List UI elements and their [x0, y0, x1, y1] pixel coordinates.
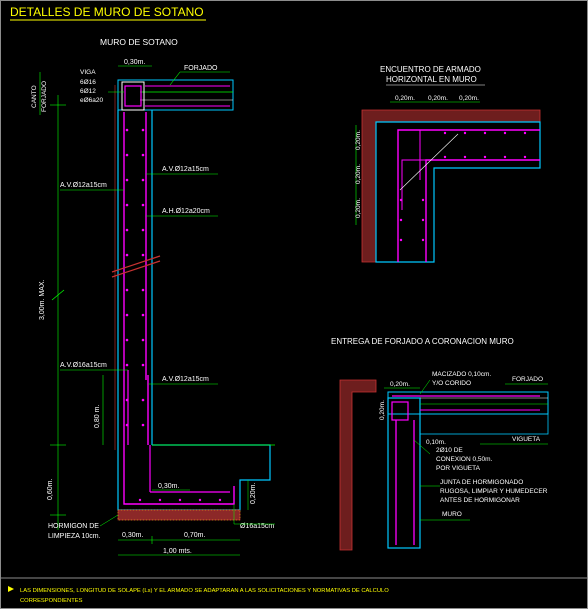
label-av-outer-lower: A.V.Ø16a15cm [60, 362, 107, 369]
label-macizado-2: Y/O CORIDO [432, 380, 471, 387]
corner-dim-side-3: 0,20m. [355, 198, 362, 218]
wall-detail: MURO DE SOTANO [31, 37, 275, 556]
label-seat: 0,10m. [426, 439, 446, 446]
canto-forjado-line1: CANTO [31, 85, 38, 108]
dim-heel: 0,30m. [158, 483, 179, 490]
slab-heading: ENTREGA DE FORJADO A CORONACION MURO [331, 337, 514, 346]
dim-base-left: 0,30m. [122, 532, 143, 539]
corner-dim-top-1: 0,20m. [395, 95, 415, 102]
slab-dim-side: 0,20m. [379, 400, 386, 420]
label-lean-concrete-2: LIMPIEZA 10cm. [48, 533, 101, 540]
slab-detail: ENTREGA DE FORJADO A CORONACION MURO 0,2… [331, 337, 549, 551]
slab-forjado [117, 79, 234, 111]
label-junta-3: ANTES DE HORMIGONAR [440, 497, 520, 504]
slab-dim-top: 0,20m. [390, 381, 410, 388]
label-av-inner-upper: A.V.Ø12a15cm [162, 166, 209, 173]
lean-concrete [117, 509, 241, 521]
label-conexion-1: 2Ø10 DE [436, 447, 463, 454]
slab-soil [339, 379, 377, 551]
corner-dim-side-2: 0,20m. [355, 164, 362, 184]
footing-bar-dots [138, 498, 222, 502]
break-line [111, 255, 161, 273]
label-conexion-2: CONEXION 0,50m. [436, 456, 493, 463]
corner-dim-side-1: 0,20m. [355, 130, 362, 150]
dim-height-max: 3,00m. MAX. [39, 279, 46, 320]
wall-detail-heading: MURO DE SOTANO [100, 37, 178, 47]
label-junta-1: JUNTA DE HORMIGONADO [440, 479, 523, 486]
dim-footing-edge: 0,20m. [250, 483, 257, 504]
horizontal-bar-dots [125, 128, 145, 427]
dim-top-width: 0,30m. [124, 59, 145, 66]
label-slab-forjado: FORJADO [512, 376, 543, 383]
corner-dim-top-3: 0,20m. [459, 95, 479, 102]
label-viga-bars-1: 6Ø16 [80, 79, 96, 86]
label-viga-stirrups: eØ6a20 [80, 97, 104, 104]
corner-detail: ENCUENTRO DE ARMADO HORIZONTAL EN MURO 0… [355, 65, 541, 263]
label-junta-2: RUGOSA, LIMPIAR Y HUMEDECER [440, 488, 548, 495]
label-macizado-1: MACIZADO 0,10cm. [432, 371, 491, 378]
footnote-bullet-icon [8, 586, 14, 592]
footnote-line-1: LAS DIMENSIONES, LONGITUD DE SOLAPE (Ls)… [20, 588, 389, 594]
label-forjado: FORJADO [184, 65, 218, 72]
label-viga: VIGA [80, 69, 96, 76]
dim-lap: 0,80 m. [94, 405, 101, 428]
dim-base-total: 1,00 mts. [163, 548, 192, 555]
label-footing-bars: Ø16a15cm [240, 523, 274, 530]
label-av-inner-lower: A.V.Ø12a15cm [162, 376, 209, 383]
corner-soil [361, 109, 541, 263]
corner-bar-dots [399, 131, 527, 242]
label-vigueta: VIGUETA [512, 436, 541, 443]
corner-heading-2: HORIZONTAL EN MURO [386, 75, 477, 84]
label-conexion-3: POR VIGUETA [436, 465, 481, 472]
label-muro: MURO [442, 511, 462, 518]
dim-base-right: 0,70m. [184, 532, 205, 539]
corner-heading-1: ENCUENTRO DE ARMADO [380, 65, 481, 74]
beam-viga [121, 81, 145, 111]
canto-forjado-line2: FORJADO [41, 81, 48, 112]
footnote-line-2: CORRESPONDIENTES [20, 598, 83, 604]
corner-dim-top-2: 0,20m. [428, 95, 448, 102]
label-lean-concrete-1: HORMIGON DE [48, 523, 99, 530]
slab-wall [387, 397, 421, 549]
label-viga-bars-2: 6Ø12 [80, 88, 96, 95]
label-ah: A.H.Ø12a20cm [162, 208, 210, 215]
sheet-title: DETALLES DE MURO DE SOTANO [10, 5, 204, 19]
label-av-outer-upper: A.V.Ø12a15cm [60, 182, 107, 189]
footing-rebar [123, 486, 235, 505]
dim-footing-height: 0,60m. [47, 479, 54, 500]
